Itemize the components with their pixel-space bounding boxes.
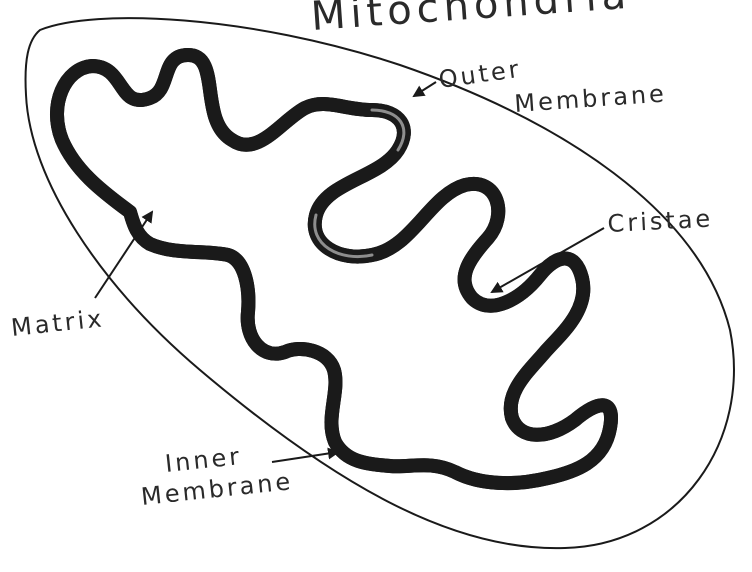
label-outer-membrane: Outer Membrane bbox=[414, 55, 668, 118]
matrix-label: Matrix bbox=[10, 304, 106, 342]
label-cristae: Cristae bbox=[492, 204, 714, 292]
diagram-title: Mitochondria bbox=[309, 0, 632, 40]
cristae-label: Cristae bbox=[607, 204, 714, 237]
inner-membrane-label-line2: Membrane bbox=[140, 467, 295, 511]
outer-membrane-label-line1: Outer bbox=[437, 55, 523, 94]
outer-membrane-label-line2: Membrane bbox=[513, 79, 667, 118]
